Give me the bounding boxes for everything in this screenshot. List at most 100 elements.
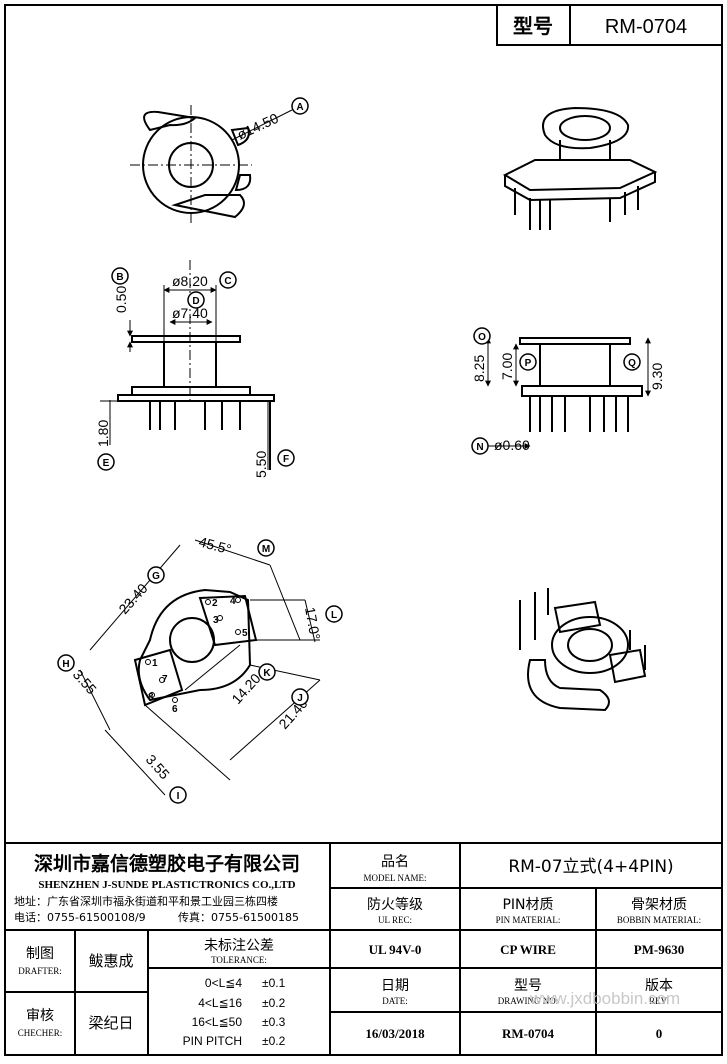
tolerance-value-1: ±0.1 [262, 976, 286, 990]
bottom-view-dims [79, 539, 321, 796]
tolerance-range-2: 4<L≦16 [198, 996, 242, 1010]
tolerance-label-en: TOLERANCE: [211, 955, 267, 965]
tolerance-range-3: 16<L≦50 [192, 1015, 243, 1029]
pin-5: 5 [242, 628, 248, 639]
callout-Q: Q [623, 353, 641, 371]
pin-6: 6 [172, 704, 178, 715]
pin-8: 8 [148, 692, 154, 703]
ul-value: UL 94V-0 [369, 942, 422, 957]
model-name-value: RM-07立式(4+4PIN) [508, 857, 673, 877]
tolerance-label-cn: 未标注公差 [204, 938, 274, 954]
pin-material-label-en: PIN MATERIAL: [496, 915, 561, 925]
header-code: RM-0704 [605, 16, 687, 38]
side-view [519, 337, 643, 432]
drawing-no-value: RM-0704 [502, 1026, 554, 1041]
svg-text:O: O [478, 332, 486, 343]
bobbin-material-label-en: BOBBIN MATERIAL: [617, 915, 701, 925]
callout-G: G [147, 566, 165, 584]
callout-K: K [258, 663, 276, 681]
svg-text:J: J [297, 693, 303, 704]
tolerance-value-2: ±0.2 [262, 996, 286, 1010]
rev-label-en: REV: [649, 996, 669, 1006]
pin-material-value: CP WIRE [500, 942, 556, 957]
model-name-label-cn: 品名 [381, 854, 409, 870]
date-label-en: DATE: [382, 996, 408, 1006]
dim-I-text: 3.55 [143, 751, 173, 782]
callout-E: E [97, 453, 115, 471]
watermark: www.jxdbobbin.com [529, 989, 680, 1008]
tolerance-value-3: ±0.3 [262, 1015, 286, 1029]
dim-K-text: 14.20 [228, 670, 263, 707]
callout-N: N [471, 437, 489, 455]
title-block [4, 842, 723, 1056]
dim-O-text: 8.25 [471, 355, 487, 382]
svg-text:F: F [283, 454, 289, 465]
svg-text:C: C [224, 276, 231, 287]
pin-2: 2 [212, 598, 218, 609]
callout-A: A [291, 97, 309, 115]
iso-view-bottom [519, 588, 647, 712]
callout-C: C [219, 271, 237, 289]
svg-text:D: D [192, 296, 199, 307]
drawing-no-label-cn: 型号 [514, 978, 542, 994]
dim-Q-text: 9.30 [649, 363, 665, 390]
drawing-no-label-en: DRAWING NO: [498, 996, 559, 1006]
checker-label-en: CHECHER: [18, 1028, 63, 1038]
pin-4: 4 [230, 596, 236, 607]
pin-7: 7 [162, 674, 168, 685]
dim-D-text: ø7.40 [172, 305, 208, 321]
bobbin-material-value: PM-9630 [634, 942, 685, 957]
model-name-label-en: MODEL NAME: [364, 873, 427, 883]
dim-B-text: 0.50 [113, 286, 129, 313]
pin-3: 3 [213, 615, 219, 626]
svg-text:Q: Q [628, 358, 636, 369]
svg-text:H: H [62, 659, 69, 670]
callout-O: O [473, 327, 491, 345]
svg-text:M: M [262, 544, 270, 555]
drafter-label-cn: 制图 [26, 946, 54, 962]
checker-label-cn: 审核 [26, 1008, 54, 1024]
drafter-label-en: DRAFTER: [18, 966, 62, 976]
front-view [117, 260, 275, 470]
ul-label-en: UL REC: [378, 915, 412, 925]
tolerance-table: 0<L≦4 ±0.1 4<L≦16 ±0.2 16<L≦50 ±0.3 PIN … [183, 976, 286, 1048]
company-address: 地址：广东省深圳市福永街道和平和景工业园三栋四楼 [14, 894, 278, 908]
callout-D: D [187, 291, 205, 309]
callout-P: P [519, 353, 537, 371]
svg-text:B: B [116, 272, 123, 283]
tolerance-value-4: ±0.2 [262, 1034, 286, 1048]
top-view [130, 105, 293, 225]
rev-label-cn: 版本 [645, 978, 673, 994]
callout-H: H [57, 654, 75, 672]
date-value: 16/03/2018 [365, 1026, 425, 1041]
side-view-dims [484, 337, 651, 449]
pin-material-label-cn: PIN材质 [502, 897, 553, 913]
callout-J: J [291, 688, 309, 706]
dim-N-text: ø0.60 [494, 437, 530, 453]
svg-text:N: N [476, 442, 483, 453]
front-view-dims [100, 285, 269, 470]
callout-I: I [169, 786, 187, 804]
ul-label-cn: 防火等级 [367, 896, 423, 913]
tolerance-range-4: PIN PITCH [183, 1034, 242, 1048]
dim-A-text: ø14.50 [235, 110, 281, 143]
svg-text:G: G [152, 571, 160, 582]
pin-1: 1 [152, 658, 158, 669]
svg-text:P: P [525, 358, 532, 369]
dim-E-text: 1.80 [95, 420, 111, 447]
callout-M: M [257, 539, 275, 557]
dim-L-text: 17.0° [302, 606, 323, 641]
company-name-en: SHENZHEN J-SUNDE PLASTICTRONICS CO.,LTD [38, 879, 295, 891]
callout-L: L [325, 605, 343, 623]
callout-F: F [277, 449, 295, 467]
checker-value: 梁纪日 [88, 1014, 133, 1032]
bobbin-material-label-cn: 骨架材质 [631, 897, 687, 913]
dim-C-text: ø8.20 [172, 273, 208, 289]
company-fax: 传真：0755-61500185 [178, 910, 299, 924]
drafter-value: 鲅惠成 [88, 952, 133, 970]
bottom-view-pins: 1 2 3 4 5 6 7 8 [145, 596, 248, 715]
dim-M-text: 45.5° [197, 533, 233, 557]
svg-text:L: L [331, 610, 337, 621]
